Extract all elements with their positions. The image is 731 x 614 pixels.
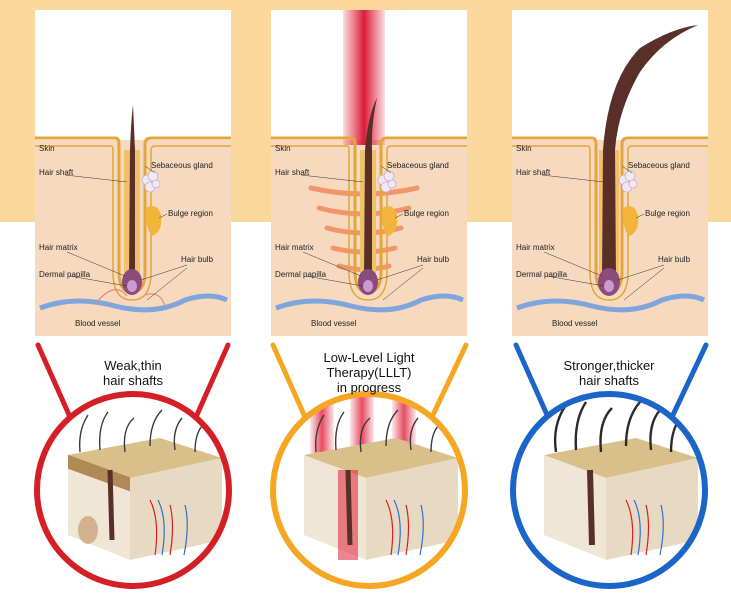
bulge-region xyxy=(145,206,162,236)
zoom-circle-weak xyxy=(34,391,232,589)
label-hair-shaft: Hair shaft xyxy=(516,168,551,177)
blood-vessel xyxy=(275,293,465,313)
label-skin: Skin xyxy=(275,144,291,153)
dermal-papilla xyxy=(127,280,137,292)
label-hair-bulb: Hair bulb xyxy=(181,255,214,264)
caption-lllt-line-1: Low-Level Light xyxy=(323,350,415,365)
zoom-connector-lllt xyxy=(270,342,469,420)
bulge-region xyxy=(381,206,398,236)
caption-lllt-line-3: in progress xyxy=(336,380,402,395)
zoom-connector-strong xyxy=(513,342,709,420)
zoom-circle-strong xyxy=(510,391,708,589)
follicle-panel-lllt: Skin Hair shaft Sebaceous gland Bulge re… xyxy=(271,10,467,336)
follicle-panel-strong: Skin Hair shaft Sebaceous gland Bulge re… xyxy=(512,10,708,336)
caption-strong: Stronger,thicker hair shafts xyxy=(529,358,689,388)
follicle-panel-weak: Skin Hair shaft Sebaceous gland Bulge re… xyxy=(35,10,231,336)
label-blood-vessel: Blood vessel xyxy=(311,319,357,328)
follicle-wall xyxy=(512,145,708,301)
label-sebaceous-gland: Sebaceous gland xyxy=(628,161,690,170)
follicle-wall xyxy=(271,145,467,301)
bulge-region xyxy=(622,206,639,236)
follicle-wall xyxy=(35,145,231,301)
hair-shaft xyxy=(129,105,135,280)
label-hair-bulb: Hair bulb xyxy=(658,255,691,264)
label-blood-vessel: Blood vessel xyxy=(75,319,121,328)
label-skin: Skin xyxy=(39,144,55,153)
label-hair-matrix: Hair matrix xyxy=(275,243,314,252)
caption-lllt: Low-Level Light Therapy(LLLT) in progres… xyxy=(289,350,449,395)
label-bulge-region: Bulge region xyxy=(404,209,449,218)
label-hair-bulb: Hair bulb xyxy=(417,255,450,264)
dermal-papilla xyxy=(604,280,614,292)
sebaceous-gland xyxy=(377,170,397,193)
skin-cross-section-lllt xyxy=(273,394,465,586)
label-hair-shaft: Hair shaft xyxy=(275,168,310,177)
caption-strong-line-2: hair shafts xyxy=(579,373,639,388)
hair-shaft xyxy=(364,98,377,280)
blood-vessel xyxy=(39,293,229,313)
label-sebaceous-gland: Sebaceous gland xyxy=(387,161,449,170)
caption-weak-line-1: Weak,thin xyxy=(104,358,162,373)
zoom-connector-weak xyxy=(35,342,231,420)
label-skin: Skin xyxy=(516,144,532,153)
laser-beam xyxy=(343,10,385,145)
caption-lllt-line-2: Therapy(LLLT) xyxy=(326,365,412,380)
caption-strong-line-1: Stronger,thicker xyxy=(563,358,655,373)
caption-weak-line-2: hair shafts xyxy=(103,373,163,388)
sebaceous-gland xyxy=(618,170,638,193)
label-blood-vessel: Blood vessel xyxy=(552,319,598,328)
label-dermal-papilla: Dermal papilla xyxy=(39,270,91,279)
skin-cross-section-strong xyxy=(513,394,705,586)
label-dermal-papilla: Dermal papilla xyxy=(275,270,327,279)
label-bulge-region: Bulge region xyxy=(168,209,213,218)
hair-shaft xyxy=(602,25,698,280)
dermal-papilla xyxy=(363,280,373,292)
callout-lines xyxy=(300,165,424,301)
label-hair-shaft: Hair shaft xyxy=(39,168,74,177)
zoom-circle-lllt xyxy=(270,391,468,589)
blood-vessel xyxy=(516,293,706,313)
caption-weak: Weak,thin hair shafts xyxy=(53,358,213,388)
callout-lines xyxy=(64,165,188,301)
label-bulge-region: Bulge region xyxy=(645,209,690,218)
label-hair-matrix: Hair matrix xyxy=(516,243,555,252)
label-hair-matrix: Hair matrix xyxy=(39,243,78,252)
callout-lines xyxy=(541,165,665,301)
label-sebaceous-gland: Sebaceous gland xyxy=(151,161,213,170)
label-dermal-papilla: Dermal papilla xyxy=(516,270,568,279)
sebaceous-gland xyxy=(141,170,161,193)
